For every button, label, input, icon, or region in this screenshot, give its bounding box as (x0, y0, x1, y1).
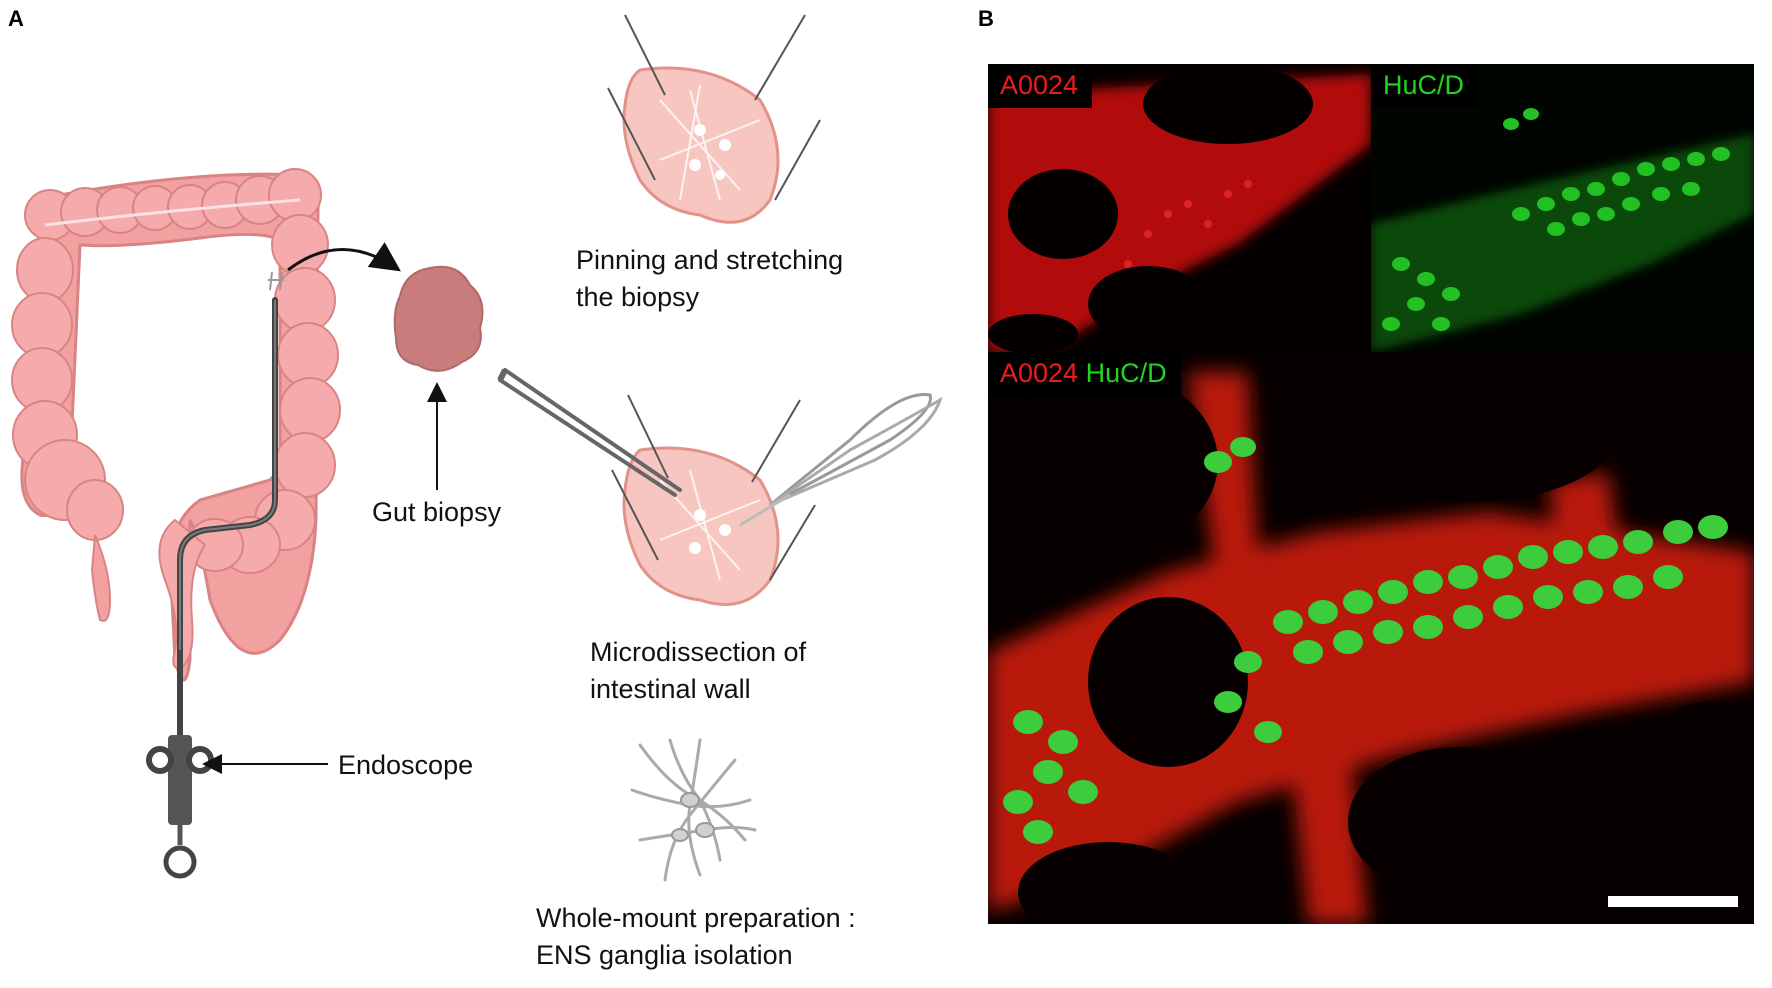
schematic-illustration (11, 14, 943, 882)
gut-biopsy-label: Gut biopsy (372, 497, 502, 527)
microdissection-label-line1: Microdissection of (590, 637, 807, 667)
pinning-label: Pinning and stretching the biopsy (576, 242, 843, 316)
micrograph-merge: A0024 HuC/D (988, 352, 1754, 924)
micrograph-a0024: A0024 (988, 64, 1371, 352)
merge-label-a0024: A0024 (1000, 358, 1079, 388)
merge-label-hucd: HuC/D (1085, 358, 1167, 388)
a0024-label: A0024 (988, 64, 1093, 108)
scale-bar (1608, 896, 1738, 907)
panel-letter-b: B (978, 6, 994, 31)
microdissection-label: Microdissection of intestinal wall (590, 634, 806, 708)
colon-illustration (11, 168, 341, 682)
wholemount-label-line1: Whole-mount preparation : (536, 903, 856, 933)
microdissection-label-line2: intestinal wall (590, 674, 751, 704)
curved-arrow (287, 242, 401, 272)
whole-mount-illustration (630, 738, 757, 882)
endoscope-illustration (146, 271, 284, 879)
micrograph-hucd: HuC/D (1371, 64, 1754, 352)
gut-biopsy-illustration (393, 265, 484, 372)
panel-letter-a: A (8, 6, 24, 31)
endoscope-label: Endoscope (338, 750, 474, 780)
pinned-biopsy-illustration (607, 14, 821, 224)
hucd-label: HuC/D (1371, 64, 1479, 108)
merge-staining-image (988, 352, 1754, 924)
wholemount-label: Whole-mount preparation : ENS ganglia is… (536, 900, 856, 974)
pinning-label-line2: the biopsy (576, 282, 700, 312)
merge-label: A0024 HuC/D (988, 352, 1181, 396)
hucd-staining-image (1371, 64, 1754, 352)
wholemount-label-line2: ENS ganglia isolation (536, 940, 793, 970)
a0024-staining-image (988, 64, 1371, 352)
pinning-label-line1: Pinning and stretching (576, 245, 844, 275)
microdissection-illustration (497, 368, 943, 606)
